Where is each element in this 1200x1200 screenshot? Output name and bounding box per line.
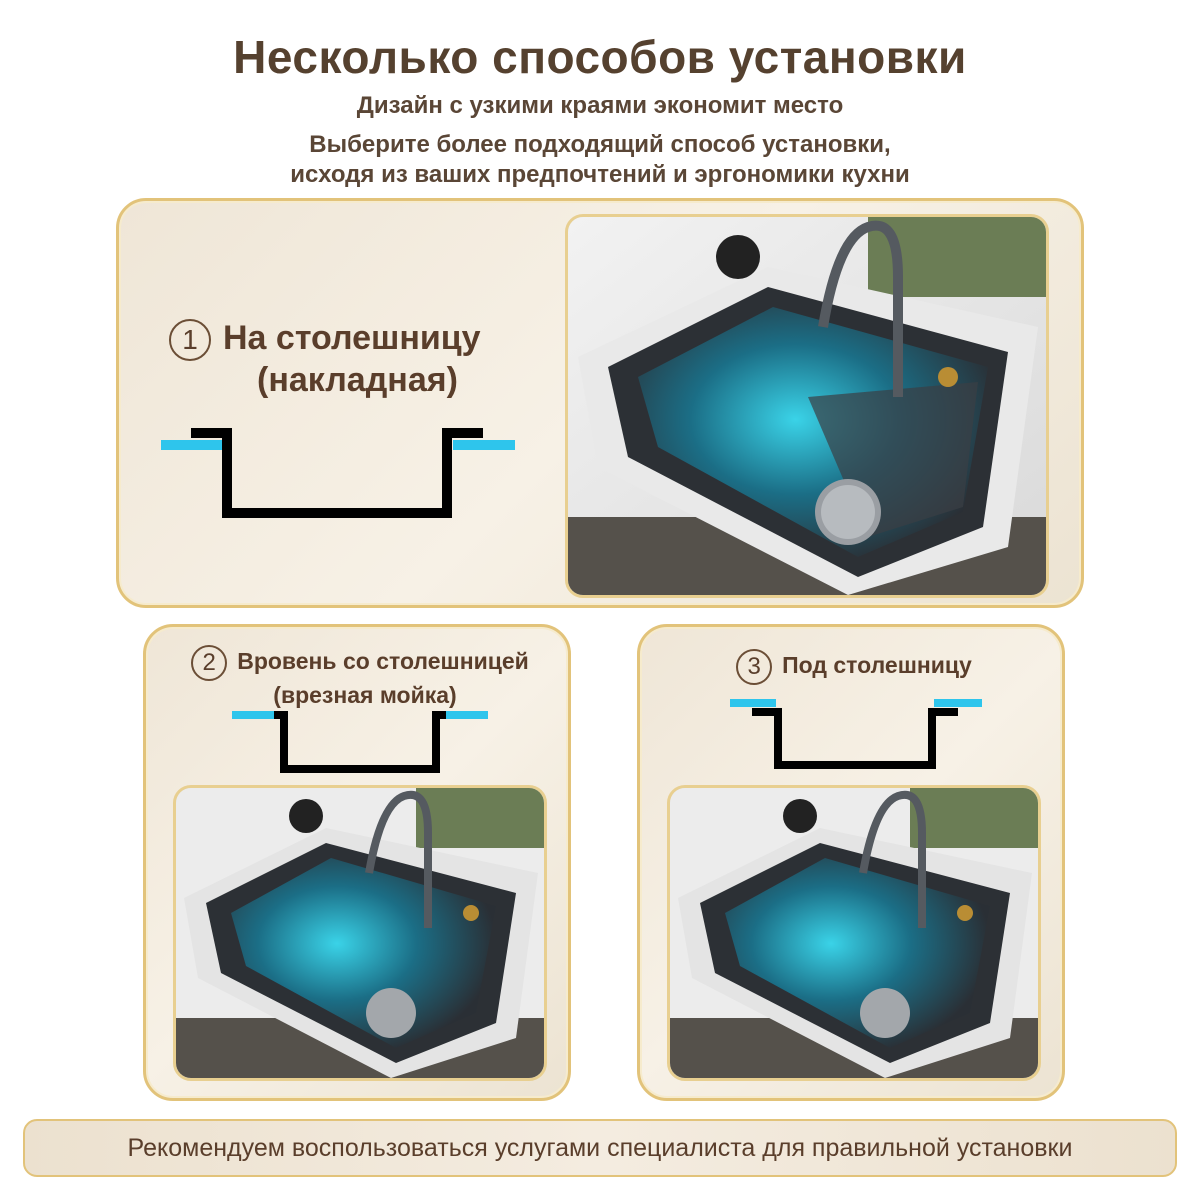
option-3-title: Под столешницу	[782, 652, 972, 679]
option-3-label: 3 Под столешницу	[668, 649, 1040, 685]
option-2-number: 2	[191, 645, 228, 681]
install-diagram-icon	[730, 699, 982, 769]
install-option-3-card: 3 Под столешницу	[637, 624, 1065, 1101]
option-2-subtitle: (врезная мойка)	[273, 682, 457, 708]
option-1-label: 1 На столешницу (накладная)	[169, 319, 481, 399]
page-title: Несколько способов установки	[233, 31, 967, 83]
option-3-number: 3	[736, 649, 773, 685]
sink-photo	[667, 785, 1041, 1081]
install-option-2-card: 2 Вровень со столешницей (врезная мойка)	[143, 624, 571, 1101]
sink-photo	[173, 785, 547, 1081]
page-subtitle: Дизайн с узкими краями экономит место	[356, 92, 844, 119]
footer-recommendation: Рекомендуем воспользоваться услугами спе…	[23, 1119, 1177, 1177]
option-1-number: 1	[169, 319, 211, 362]
description-line-2: исходя из ваших предпочтений и эргономик…	[290, 161, 910, 188]
description-line-1: Выберите более подходящий способ установ…	[309, 131, 891, 158]
option-1-subtitle: (накладная)	[257, 361, 458, 400]
install-diagram-icon	[232, 711, 488, 773]
option-1-title: На столешницу	[223, 319, 481, 357]
install-diagram-icon	[161, 428, 515, 518]
install-option-1-card: 1 На столешницу (накладная)	[116, 198, 1084, 608]
sink-photo	[565, 214, 1049, 598]
option-2-label: 2 Вровень со столешницей (врезная мойка)	[174, 645, 546, 709]
page-description: Выберите более подходящий способ установ…	[0, 130, 1200, 190]
option-2-title: Вровень со столешницей	[237, 648, 529, 675]
